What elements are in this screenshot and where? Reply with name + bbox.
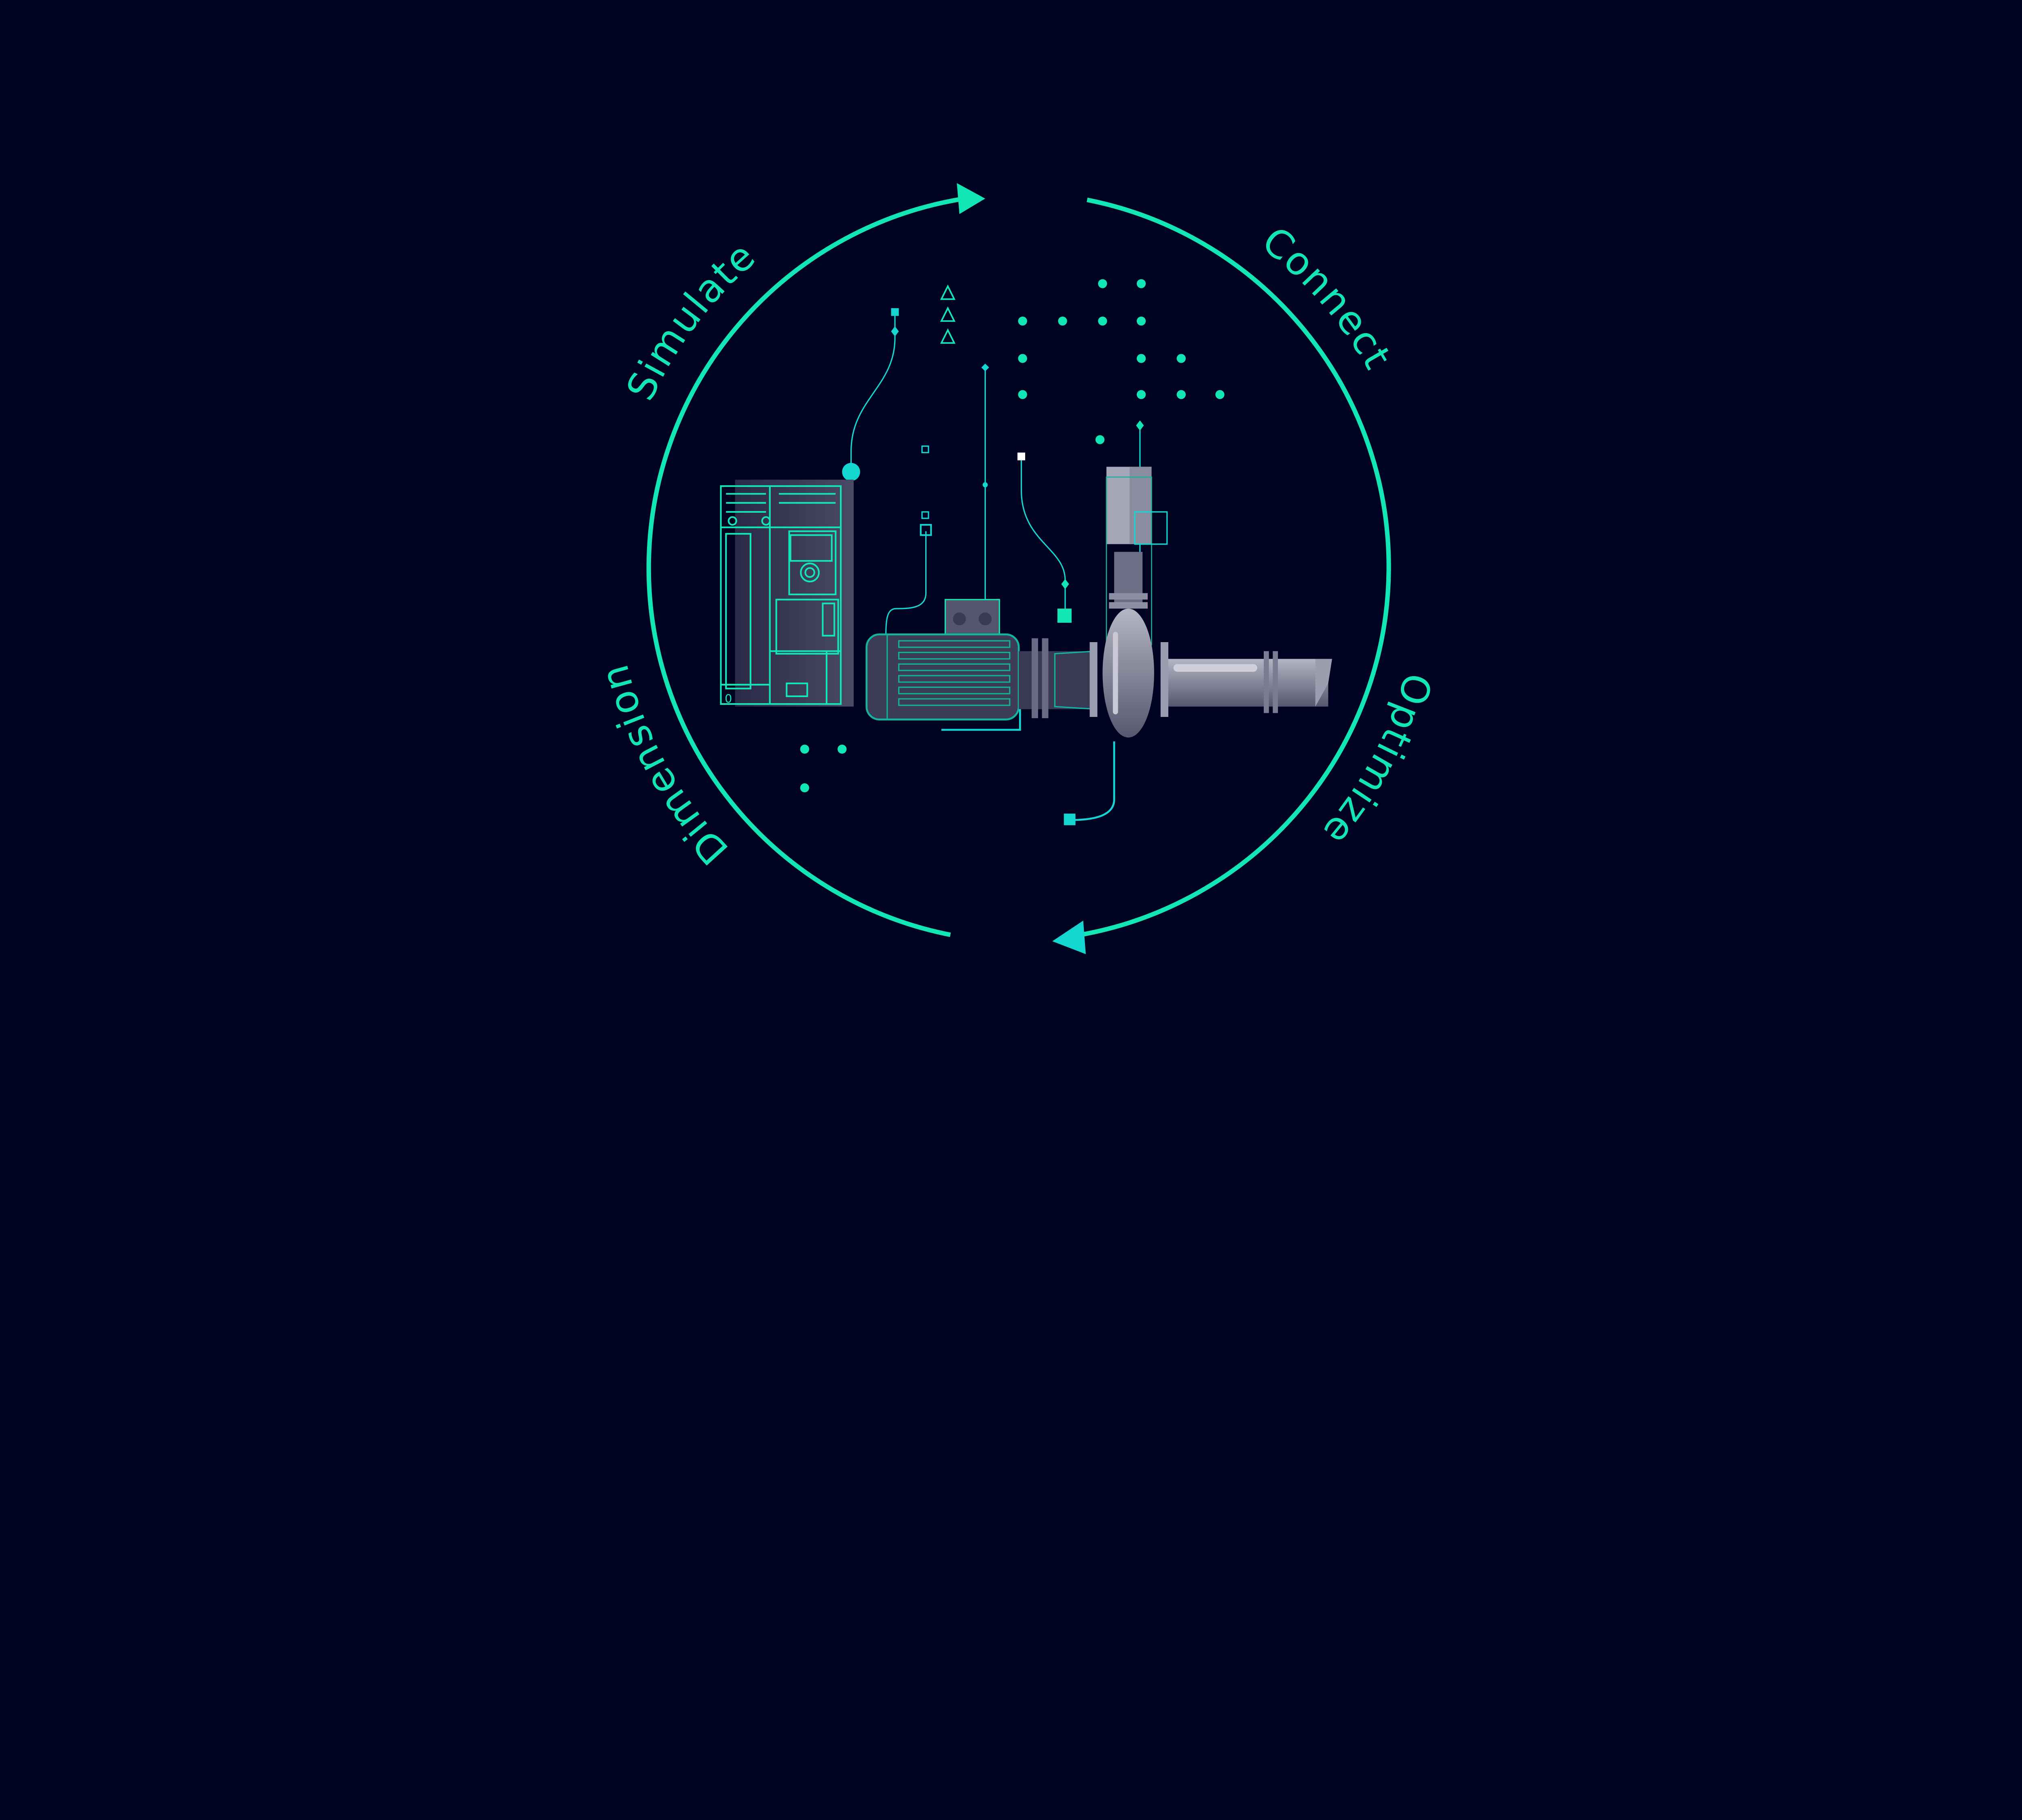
pipe	[1160, 651, 1332, 713]
cycle-arcs	[646, 196, 1391, 937]
drive-cabinet: 0	[720, 480, 854, 707]
motor	[865, 599, 1021, 731]
cabinet-label: 0	[725, 692, 732, 706]
background	[0, 0, 2022, 1137]
arrow-left-icon	[1052, 920, 1086, 954]
triangle-icons	[940, 284, 956, 344]
coupling	[1019, 638, 1097, 719]
arrow-right-icon	[957, 183, 986, 214]
connector-nodes	[842, 308, 1144, 825]
dot-grid	[800, 279, 1225, 793]
right-arc	[1080, 197, 1391, 937]
left-arc	[646, 196, 965, 937]
pump	[1089, 467, 1169, 738]
